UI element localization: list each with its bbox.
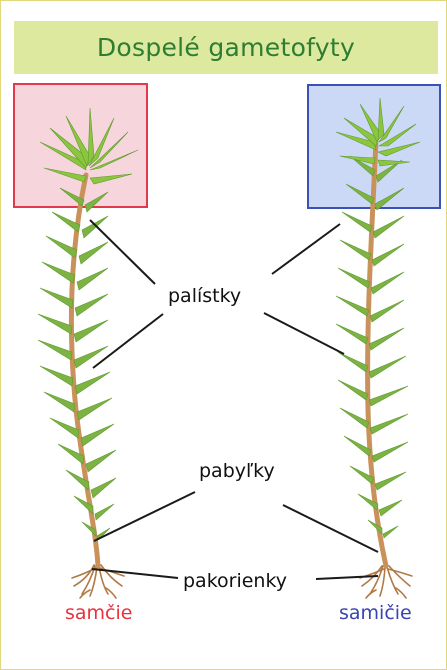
pointer-lines (90, 220, 378, 579)
label-female: samičie (339, 602, 412, 624)
label-rhizoids: pakorienky (179, 570, 291, 592)
label-male: samčie (65, 602, 132, 624)
label-leaves: palístky (164, 285, 245, 307)
label-stems: pabyľky (195, 460, 279, 482)
